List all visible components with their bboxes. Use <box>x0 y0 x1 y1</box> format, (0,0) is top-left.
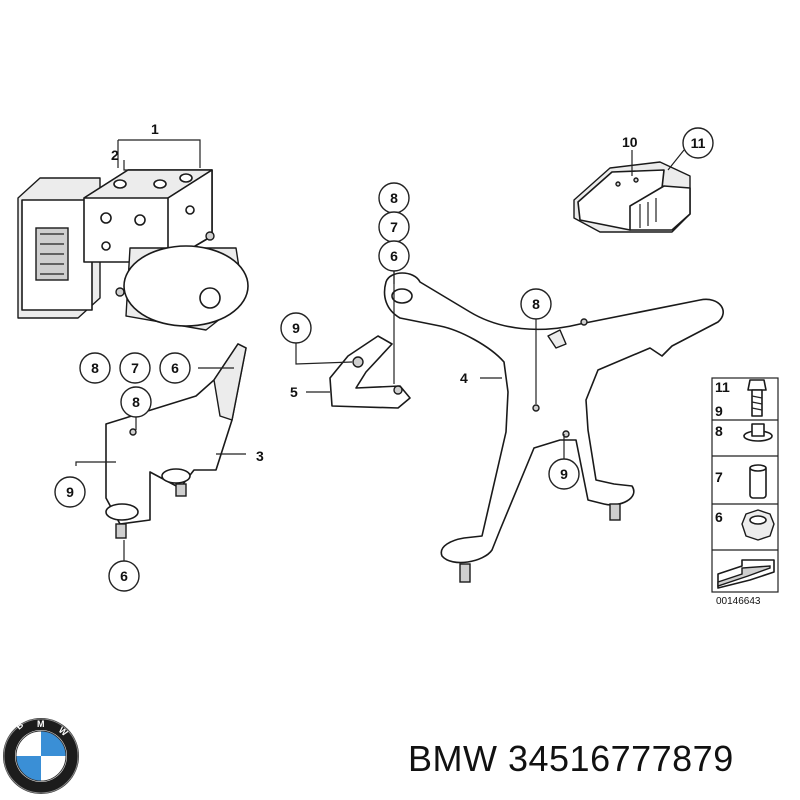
callout-6-top: 6 <box>378 240 410 272</box>
legend-item-8: 8 <box>715 423 723 439</box>
callout-8-bracket-4: 8 <box>520 288 552 320</box>
svg-text:M: M <box>37 719 45 729</box>
svg-text:6: 6 <box>171 360 179 376</box>
diagram-code: 00146643 <box>716 596 761 607</box>
callout-6-left: 6 <box>159 352 191 384</box>
legend-item-7: 7 <box>715 469 723 485</box>
abs-unit <box>17 169 249 331</box>
bracket-4 <box>383 272 724 583</box>
legend-item-6: 6 <box>715 509 723 525</box>
legend-item-11: 11 <box>715 379 730 395</box>
bmw-logo: B M W <box>3 718 79 794</box>
svg-text:9: 9 <box>66 484 74 500</box>
label-10: 10 <box>622 134 638 150</box>
svg-text:8: 8 <box>532 296 540 312</box>
callout-8-bracket-3: 8 <box>120 386 152 418</box>
label-3: 3 <box>256 448 264 464</box>
svg-text:6: 6 <box>120 568 128 584</box>
svg-text:6: 6 <box>390 248 398 264</box>
svg-text:9: 9 <box>292 320 300 336</box>
callout-9-bracket-3: 9 <box>54 476 86 508</box>
label-2: 2 <box>111 147 119 163</box>
callout-6-bracket-3: 6 <box>108 560 140 592</box>
part-number-caption: BMW 34516777879 <box>408 738 734 779</box>
label-1: 1 <box>151 121 159 137</box>
callouts: 1 2 3 4 5 10 8 7 6 8 9 6 <box>54 121 714 592</box>
leader-lines-1-2 <box>117 139 201 171</box>
callout-9-bracket-4: 9 <box>548 458 580 490</box>
bracket-5 <box>295 335 411 409</box>
svg-text:8: 8 <box>390 190 398 206</box>
svg-text:8: 8 <box>132 394 140 410</box>
callout-7-top: 7 <box>378 211 410 243</box>
legend-item-9: 9 <box>715 403 723 419</box>
svg-text:11: 11 <box>691 135 706 151</box>
bracket-3 <box>105 343 247 539</box>
callout-8-left: 8 <box>79 352 111 384</box>
svg-text:7: 7 <box>390 219 398 235</box>
svg-text:B: B <box>14 719 26 731</box>
svg-text:7: 7 <box>131 360 139 376</box>
leader-lines-bracket-3 <box>75 367 246 562</box>
svg-text:8: 8 <box>91 360 99 376</box>
legend-numbers: 11 9 8 7 6 00146643 <box>715 379 761 607</box>
callout-8-top: 8 <box>378 182 410 214</box>
svg-text:9: 9 <box>560 466 568 482</box>
parts-legend <box>711 377 779 593</box>
callout-9-bracket-5: 9 <box>280 312 312 344</box>
label-5: 5 <box>290 384 298 400</box>
callout-11: 11 <box>682 127 714 159</box>
label-4: 4 <box>460 370 468 386</box>
sensor-10 <box>573 149 691 233</box>
callout-7-left: 7 <box>119 352 151 384</box>
